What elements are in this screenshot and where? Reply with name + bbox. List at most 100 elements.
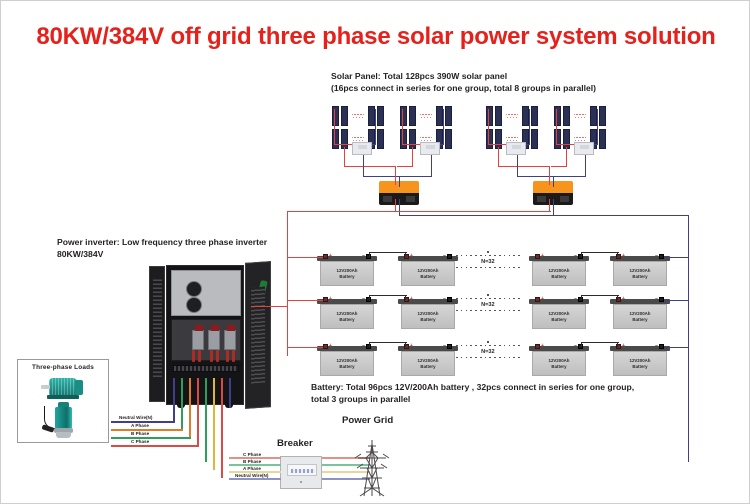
battery-positive-terminal (323, 253, 328, 259)
cooling-fan-icon (186, 297, 202, 313)
pv-combiner-box (574, 142, 594, 155)
battery-label-line1: 12V200Ah (417, 310, 439, 316)
battery-label-line2: Battery (339, 363, 355, 369)
pv-module (486, 106, 493, 126)
battery-positive-terminal (323, 343, 328, 349)
wire-label-a-phase: A Phase (131, 423, 149, 428)
submersible-pump-icon (41, 402, 88, 440)
terminal-minus-sign: − (574, 296, 577, 302)
three-phase-loads-box: Three-phase Loads (17, 359, 109, 443)
pv-module (368, 106, 375, 126)
battery-label-line1: 12V200Ah (548, 267, 570, 273)
battery-label-line2: Battery (632, 363, 648, 369)
pv-combiner-box (420, 142, 440, 155)
battery-positive-terminal (535, 253, 540, 259)
pv-module (377, 106, 384, 126)
grid-wire-label-b-phase: B Phase (243, 459, 262, 464)
terminal-plus-sign: + (541, 343, 544, 349)
battery-label-line2: Battery (551, 316, 567, 322)
battery-positive-terminal (404, 296, 409, 302)
pv-module (436, 106, 443, 126)
pv-combiner-box (506, 142, 526, 155)
panel-ellipsis-icon (504, 129, 520, 149)
breaker-indicator-icon (300, 481, 302, 483)
terminal-minus-sign: − (362, 343, 365, 349)
terminal-minus-sign: − (574, 343, 577, 349)
cooling-fan-icon (186, 281, 202, 297)
pv-module (445, 106, 452, 126)
circuit-breaker (224, 325, 236, 350)
breaker-panel (171, 319, 241, 362)
battery-positive-terminal (535, 296, 540, 302)
battery-negative-terminal (447, 296, 452, 302)
battery-label-line2: Battery (339, 273, 355, 279)
transmission-tower-icon (354, 440, 390, 497)
panel-ellipsis-icon (504, 106, 520, 126)
battery-label-line1: 12V200Ah (548, 310, 570, 316)
pv-module (599, 129, 606, 149)
panel-ellipsis-icon (418, 129, 434, 149)
terminal-minus-sign: − (362, 296, 365, 302)
battery-negative-terminal (578, 296, 583, 302)
grid-wire-label-neutral: Neutral Wire(N) (235, 473, 269, 478)
wire-label-c-phase: C Phase (131, 439, 150, 444)
battery-positive-terminal (616, 343, 621, 349)
cabinet-right-door (245, 261, 271, 409)
terminal-plus-sign: + (622, 253, 625, 259)
pv-module (400, 129, 407, 149)
battery-negative-terminal (366, 343, 371, 349)
power-grid-label: Power Grid (342, 415, 394, 426)
pv-combiner-box (352, 142, 372, 155)
battery-series-count: N=32 (481, 301, 495, 308)
pv-module (341, 129, 348, 149)
terminal-minus-sign: − (443, 296, 446, 302)
battery-label-line1: 12V200Ah (336, 357, 358, 363)
battery-negative-terminal (659, 296, 664, 302)
panel-ellipsis-icon (572, 106, 588, 126)
solar-panel-array (400, 106, 476, 152)
solar-panel-array (486, 106, 562, 152)
battery-label-line2: Battery (339, 316, 355, 322)
pv-module (486, 129, 493, 149)
terminal-plus-sign: + (541, 253, 544, 259)
battery-positive-terminal (616, 296, 621, 302)
panel-ellipsis-icon (350, 106, 366, 126)
terminal-minus-sign: − (574, 253, 577, 259)
breaker-label: Breaker (277, 438, 313, 449)
grid-wire-label-c-phase: C Phase (243, 452, 262, 457)
battery-label-line1: 12V200Ah (629, 267, 651, 273)
terminal-minus-sign: − (655, 296, 658, 302)
pv-module (590, 106, 597, 126)
electric-motor-icon (40, 376, 88, 400)
terminal-minus-sign: − (443, 343, 446, 349)
terminal-plus-sign: + (622, 343, 625, 349)
page-title: 80KW/384V off grid three phase solar pow… (36, 23, 716, 50)
wire-label-b-phase: B Phase (131, 431, 150, 436)
battery-label-line1: 12V200Ah (417, 267, 439, 273)
battery-negative-terminal (659, 253, 664, 259)
battery-label-line2: Battery (632, 273, 648, 279)
battery-negative-terminal (366, 253, 371, 259)
circuit-breaker (208, 325, 220, 350)
door-handle-icon (257, 280, 268, 298)
battery-label-line2: Battery (420, 363, 436, 369)
battery-series-ellipsis: N=32 (456, 251, 520, 269)
battery-caption-line1: Battery: Total 96pcs 12V/200Ah battery ,… (311, 382, 635, 392)
pv-module (409, 129, 416, 149)
loads-box-title: Three-phase Loads (32, 364, 94, 371)
pv-module (332, 106, 339, 126)
battery-positive-terminal (616, 253, 621, 259)
terminal-plus-sign: + (541, 296, 544, 302)
battery-negative-terminal (366, 296, 371, 302)
terminal-plus-sign: + (329, 343, 332, 349)
battery-label-line1: 12V200Ah (548, 357, 570, 363)
solar-panel-array (554, 106, 630, 152)
